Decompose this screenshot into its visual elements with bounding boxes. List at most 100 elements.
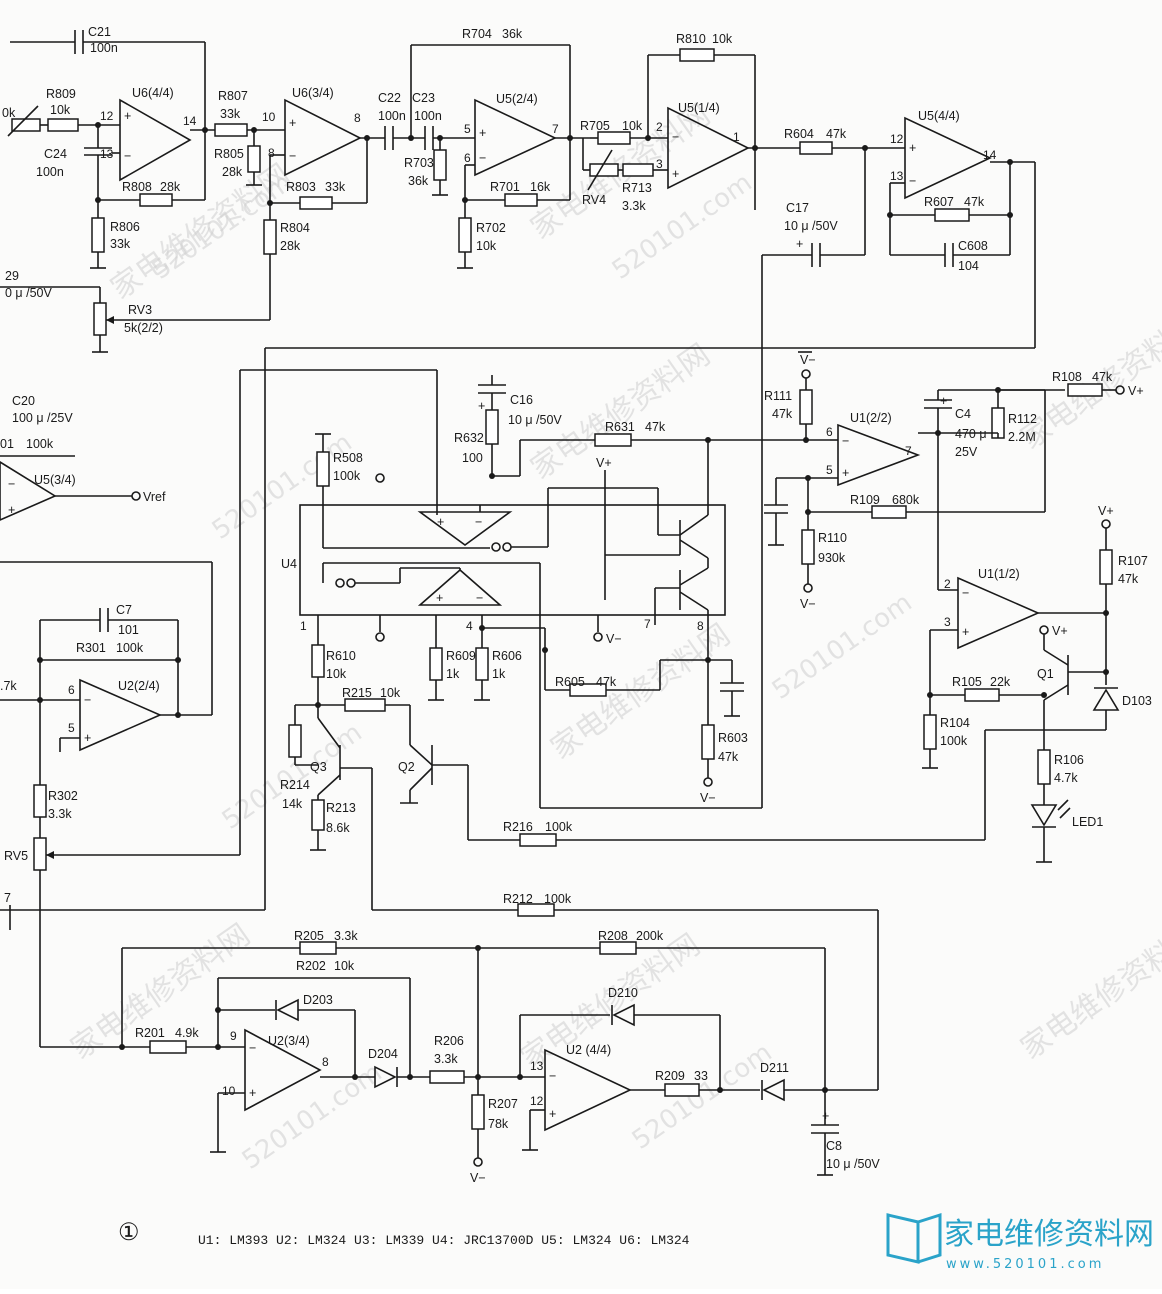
c7-label: C7 <box>116 603 132 617</box>
r206-label: R206 <box>434 1034 464 1048</box>
r808-label: R808 <box>122 180 152 194</box>
top-filter-chain: C21 100n 0k R809 10k C24 100n U6(4/4) 12… <box>0 25 1036 808</box>
c24-label: C24 <box>44 147 67 161</box>
parts-list: U1: LM393 U2: LM324 U3: LM339 U4: JRC137… <box>198 1233 690 1248</box>
c17-label: C17 <box>786 201 809 215</box>
svg-text:6: 6 <box>464 151 471 165</box>
svg-text:6: 6 <box>826 425 833 439</box>
r705-value: 10k <box>622 119 643 133</box>
watermark-url: 520101.com <box>627 1038 778 1156</box>
r213-value: 8.6k <box>326 821 350 835</box>
r201-value: 4.9k <box>175 1026 199 1040</box>
r713-label: R713 <box>622 181 652 195</box>
svg-text:3: 3 <box>944 615 951 629</box>
r111-label: R111 <box>764 389 792 403</box>
svg-text:12: 12 <box>100 109 114 123</box>
u2d-label: U2 (4/4) <box>566 1043 611 1057</box>
r201-label: R201 <box>135 1026 165 1040</box>
svg-text:12: 12 <box>890 132 904 146</box>
r508-value: 100k <box>333 469 361 483</box>
svg-text:+: + <box>478 399 485 413</box>
c29-value: 0 μ /50V <box>5 286 52 300</box>
svg-text:+: + <box>436 591 443 605</box>
r7k-label: .7k <box>0 679 17 693</box>
svg-text:−: − <box>479 151 486 165</box>
logo-text: 家电维修资料网 <box>944 1217 1154 1252</box>
svg-text:14: 14 <box>983 148 997 162</box>
r302-label: R302 <box>48 789 78 803</box>
svg-text:13: 13 <box>100 147 114 161</box>
r112-label: R112 <box>1008 412 1037 426</box>
c8-value: 10 μ /50V <box>826 1157 880 1171</box>
q3-label: Q3 <box>310 760 327 774</box>
vplus-label: V+ <box>1098 504 1114 518</box>
svg-text:−: − <box>909 174 916 188</box>
r604-value: 47k <box>826 127 847 141</box>
site-logo: 家电维修资料网 www.520101.com <box>886 1212 1154 1272</box>
c22-value: 100n <box>378 109 406 123</box>
r508-label: R508 <box>333 451 363 465</box>
pot-value: 0k <box>2 106 16 120</box>
c20-value: 100 μ /25V <box>12 411 73 425</box>
r207-label: R207 <box>488 1097 518 1111</box>
r111-value: 47k <box>772 407 793 421</box>
svg-text:−: − <box>842 434 849 448</box>
svg-text:8: 8 <box>354 111 361 125</box>
u6b-label: U6(3/4) <box>292 86 334 100</box>
c21-label: C21 <box>88 25 111 39</box>
r807-label: R807 <box>218 89 248 103</box>
svg-text:8: 8 <box>697 619 704 633</box>
r302-value: 3.3k <box>48 807 72 821</box>
svg-text:4: 4 <box>466 619 473 633</box>
svg-text:+: + <box>437 515 444 529</box>
r701-label: R701 <box>490 180 520 194</box>
r702-label: R702 <box>476 221 506 235</box>
u1b-label: U1(2/2) <box>850 411 892 425</box>
svg-text:9: 9 <box>230 1029 237 1043</box>
u5d-label: U5(4/4) <box>918 109 960 123</box>
r606-value: 1k <box>492 667 506 681</box>
u5a-label: U5(1/4) <box>678 101 720 115</box>
r109-label: R109 <box>850 493 880 507</box>
r605-value: 47k <box>596 675 617 689</box>
r209-label: R209 <box>655 1069 685 1083</box>
r216-label: R216 <box>503 820 533 834</box>
r806-label: R806 <box>110 220 140 234</box>
svg-text:6: 6 <box>68 683 75 697</box>
r104-label: R104 <box>940 716 970 730</box>
c22-label: C22 <box>378 91 401 105</box>
r610-label: R610 <box>326 649 356 663</box>
svg-text:10: 10 <box>222 1084 236 1098</box>
c29-label: 29 <box>5 269 19 283</box>
svg-text:14: 14 <box>183 114 197 128</box>
r703-label: R703 <box>404 156 434 170</box>
r215-label: R215 <box>342 686 372 700</box>
r604-label: R604 <box>784 127 814 141</box>
rv4-label: RV4 <box>582 193 606 207</box>
r702-value: 10k <box>476 239 497 253</box>
r607-label: R607 <box>924 195 954 209</box>
d103-label: D103 <box>1122 694 1152 708</box>
q2-label: Q2 <box>398 760 415 774</box>
r701-value: 16k <box>530 180 551 194</box>
svg-text:−: − <box>476 591 483 605</box>
c4-value: 470 μ <box>955 427 987 441</box>
svg-text:−: − <box>249 1041 256 1055</box>
svg-text:+: + <box>124 109 131 123</box>
u2b-label: U2(2/4) <box>118 679 160 693</box>
r01-label: 01 <box>0 437 14 451</box>
svg-text:+: + <box>796 237 803 251</box>
rv3-label: RV3 <box>128 303 152 317</box>
r806-value: 33k <box>110 237 131 251</box>
u5c-label: U5(3/4) <box>34 473 76 487</box>
c20-label: C20 <box>12 394 35 408</box>
r106-label: R106 <box>1054 753 1084 767</box>
r803-value: 33k <box>325 180 346 194</box>
r202-label: R202 <box>296 959 326 973</box>
svg-text:10: 10 <box>262 110 276 124</box>
r215-value: 10k <box>380 686 401 700</box>
middle-section: C20 100 μ /25V 01 100k U5(3/4) − + Vref … <box>0 347 1152 1047</box>
r809-value: 10k <box>50 103 71 117</box>
r805-label: R805 <box>214 147 244 161</box>
